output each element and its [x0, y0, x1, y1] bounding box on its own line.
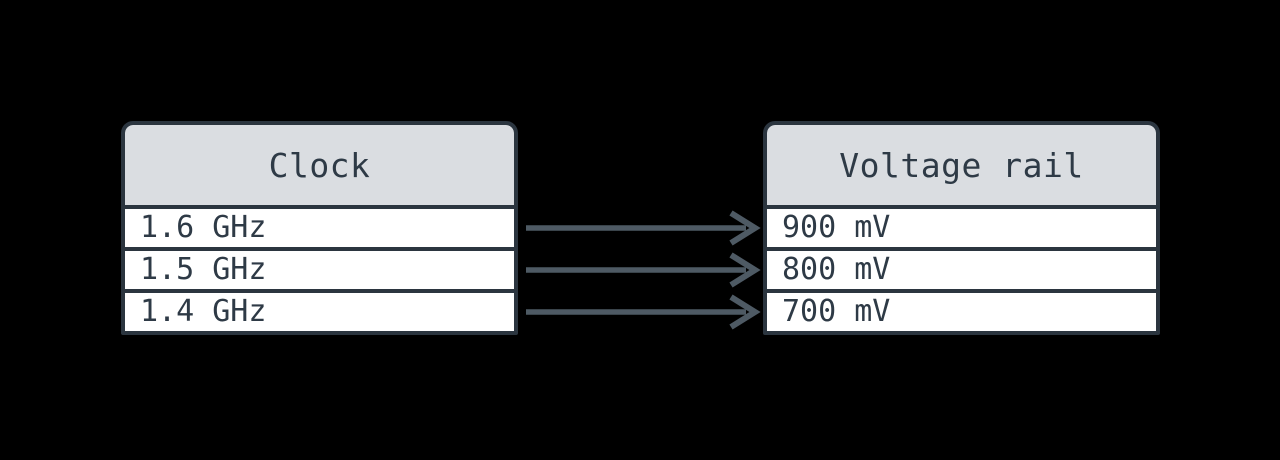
arrow-clock16-to-900mv — [526, 210, 761, 246]
clock-table-header: Clock — [125, 125, 514, 205]
arrow-clock14-to-700mv — [526, 294, 761, 330]
table-row-voltage-1: 800 mV — [767, 251, 1156, 289]
table-row-clock-2: 1.4 GHz — [125, 293, 514, 331]
table-row-voltage-2: 700 mV — [767, 293, 1156, 331]
table-row-clock-1: 1.5 GHz — [125, 251, 514, 289]
clock-table: Clock 1.6 GHz 1.5 GHz 1.4 GHz — [121, 121, 518, 335]
clock-table-title: Clock — [268, 145, 371, 185]
voltage-rail-table: Voltage rail 900 mV 800 mV 700 mV — [763, 121, 1160, 335]
voltage-rail-table-title: Voltage rail — [839, 145, 1084, 185]
voltage-rail-table-header: Voltage rail — [767, 125, 1156, 205]
table-row-voltage-0: 900 mV — [767, 209, 1156, 247]
arrow-clock15-to-800mv — [526, 252, 761, 288]
table-row-clock-0: 1.6 GHz — [125, 209, 514, 247]
